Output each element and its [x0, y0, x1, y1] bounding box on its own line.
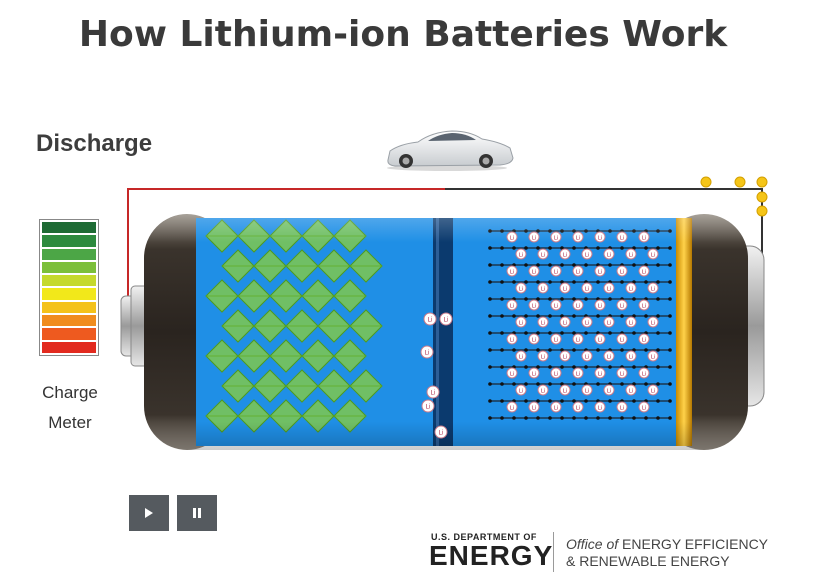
lithium-ion-label: Li [424, 350, 429, 357]
lithium-ion [426, 385, 440, 399]
mode-label: Discharge [36, 130, 153, 157]
eere-energy-efficiency: ENERGY EFFICIENCY [622, 536, 769, 552]
lithium-ion [421, 399, 435, 413]
lithium-ion-label: Li [438, 430, 443, 437]
lithium-ion-label: Li [430, 390, 435, 397]
charge-meter-segment [42, 248, 96, 260]
charge-meter-segment [42, 328, 96, 340]
charge-meter-caption-line2: Meter [48, 413, 92, 432]
doe-logo-wordmark: ENERGY [429, 540, 554, 571]
charge-meter-segment [42, 301, 96, 314]
pause-icon [193, 508, 201, 518]
charge-meter-segment [42, 222, 96, 234]
charge-meter-segment [42, 261, 96, 274]
eere-line1: Office of ENERGY EFFICIENCY [566, 536, 768, 552]
electron [756, 191, 768, 203]
logo-divider [553, 532, 554, 572]
charge-meter-segment [42, 315, 96, 327]
electron [734, 176, 746, 188]
lithium-ion [439, 312, 453, 326]
charge-meter-segment [42, 235, 96, 247]
car-icon [387, 130, 514, 171]
doe-logo-line1: U.S. DEPARTMENT OF [431, 532, 537, 542]
eere-office-of: Office of [566, 536, 619, 552]
electron [756, 205, 768, 217]
eere-line2: & RENEWABLE ENERGY [566, 553, 730, 569]
lithium-ion-label: Li [427, 317, 432, 324]
electron [756, 176, 768, 188]
pause-button[interactable] [177, 495, 217, 531]
lithium-ion [423, 312, 437, 326]
lithium-ion [420, 345, 434, 359]
charge-meter-segment [42, 341, 96, 353]
lithium-ion [434, 425, 448, 439]
electrons [700, 176, 768, 217]
page-title: How Lithium-ion Batteries Work [78, 14, 728, 55]
play-button[interactable] [129, 495, 169, 531]
charge-meter-segment [42, 275, 96, 287]
lithium-ion-label: Li [425, 404, 430, 411]
charge-meter-caption-line1: Charge [42, 383, 98, 402]
positive-wire [127, 188, 445, 300]
charge-meter [39, 219, 99, 356]
electron [700, 176, 712, 188]
play-icon [145, 508, 153, 518]
lithium-ion-label: Li [443, 317, 448, 324]
charge-meter-segment [42, 288, 96, 300]
